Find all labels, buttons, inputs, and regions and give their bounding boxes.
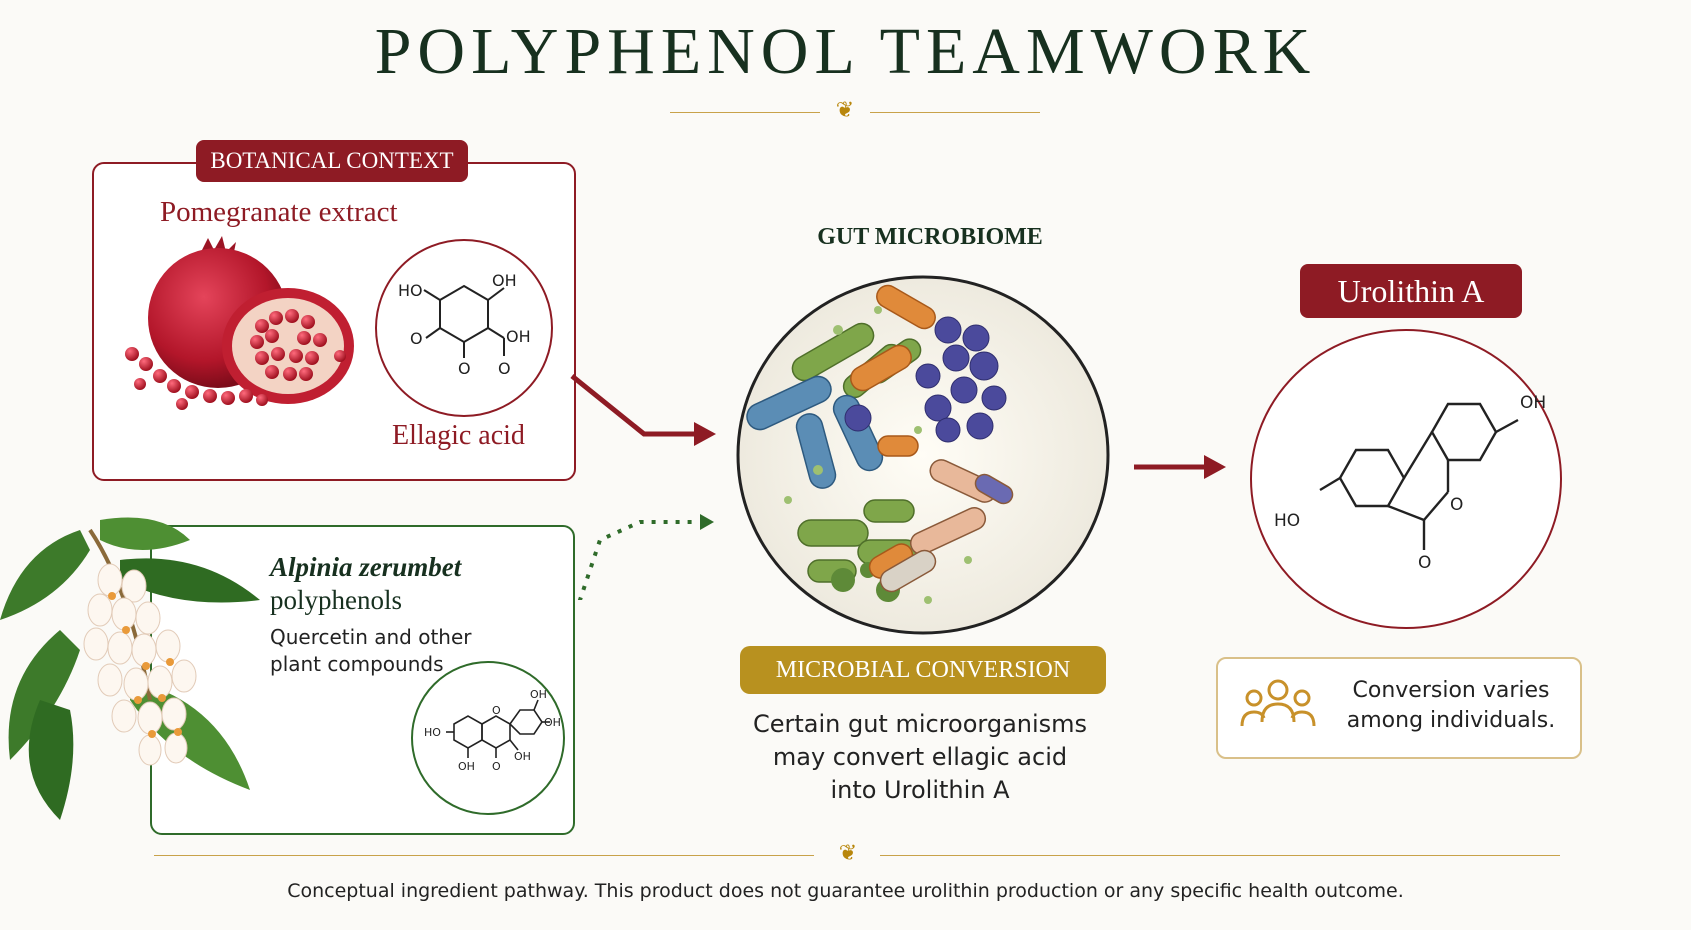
quercetin-oh-label-1: OH: [530, 688, 547, 701]
urolithin-a-molecule: OH HO O O: [1250, 329, 1562, 629]
quercetin-ho-label: HO: [424, 726, 441, 739]
microbiome-description-line-3: into Urolithin A: [830, 776, 1010, 804]
ellagic-ho-label: HO: [398, 281, 423, 300]
microbiome-description-line-1: Certain gut microorganisms: [752, 710, 1088, 738]
footer-divider-left: [154, 855, 814, 856]
people-group-icon: [1240, 679, 1316, 727]
alpinia-plant-icon: [0, 517, 260, 820]
ellagic-o-label-1: O: [410, 329, 423, 348]
quercetin-o-label-1: O: [492, 760, 501, 773]
leaf-ornament-icon: ❦: [835, 98, 855, 123]
pomegranate-extract-title: Pomegranate extract: [160, 196, 398, 228]
alpinia-arrow: [577, 520, 696, 600]
title-divider-right: [870, 112, 1040, 113]
ellagic-acid-label: Ellagic acid: [392, 420, 525, 451]
microbial-conversion-tag: MICROBIAL CONVERSION: [740, 646, 1106, 694]
quercetin-molecule: HO OH OH OH OH O O: [411, 661, 565, 815]
title-divider-left: [670, 112, 820, 113]
alpinia-description-line-1: Quercetin and other: [270, 625, 472, 649]
page-title: POLYPHENOL TEAMWORK: [374, 15, 1317, 88]
pomegranate-icon: [125, 236, 354, 410]
botanical-context-tag: BOTANICAL CONTEXT: [196, 140, 468, 182]
alpinia-subtitle: polyphenols: [270, 585, 402, 615]
ellagic-oh-label-2: OH: [506, 327, 531, 346]
gut-microbiome-title: GUT MICROBIOME: [817, 224, 1043, 250]
alpinia-arrowhead-icon: [700, 514, 714, 530]
ellagic-o-label-2: O: [458, 359, 471, 378]
gut-microbiome-illustration: [736, 275, 1110, 635]
pomegranate-arrowhead-icon: [694, 422, 716, 446]
variation-text-line-2: among individuals.: [1346, 708, 1556, 733]
urolithin-ho-label: HO: [1274, 511, 1300, 531]
urolithin-o-label-1: O: [1450, 495, 1463, 515]
microbiome-description-line-2: may convert ellagic acid: [772, 743, 1068, 771]
footer-leaf-ornament-icon: ❦: [838, 841, 858, 866]
ellagic-oh-label-1: OH: [492, 271, 517, 290]
urolithin-o-label-2: O: [1418, 553, 1431, 573]
conversion-arrowhead-icon: [1204, 455, 1226, 479]
ellagic-o-label-3: O: [498, 359, 511, 378]
quercetin-oh-label-2: OH: [544, 716, 561, 729]
pathway-arrows-left: [570, 374, 716, 600]
footer-divider-right: [880, 855, 1560, 856]
alpinia-description-line-2: plant compounds: [270, 652, 444, 676]
urolithin-oh-label: OH: [1520, 393, 1546, 413]
conversion-arrow: [1134, 455, 1226, 479]
ellagic-acid-molecule: HO OH OH O O O: [375, 239, 553, 417]
quercetin-oh-label-3: OH: [514, 750, 531, 763]
footer-disclaimer: Conceptual ingredient pathway. This prod…: [287, 880, 1404, 902]
pomegranate-arrow: [570, 374, 696, 437]
quercetin-oh-label-4: OH: [458, 760, 475, 773]
conversion-variation-box: [1216, 657, 1582, 759]
urolithin-a-tag: Urolithin A: [1300, 264, 1522, 318]
variation-text-line-1: Conversion varies: [1352, 678, 1550, 703]
alpinia-title: Alpinia zerumbet: [270, 552, 462, 582]
quercetin-o-label-2: O: [492, 704, 501, 717]
